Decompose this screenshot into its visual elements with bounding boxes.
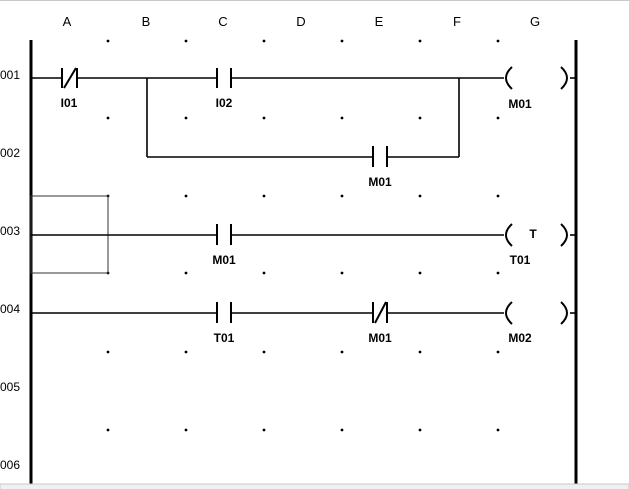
column-header-f: F [453, 14, 461, 29]
rung-001: I01 I02 M01 M01 [31, 66, 576, 189]
column-header-d: D [296, 14, 305, 29]
row-number-001: 001 [0, 68, 20, 82]
contact-i02-label: I02 [216, 96, 233, 110]
contact-t01[interactable] [216, 302, 232, 323]
grid-dot-row [106, 350, 500, 354]
contact-m01-row3-label: M01 [212, 253, 236, 267]
contact-m01-branch-label: M01 [368, 175, 392, 189]
grid-dots [106, 39, 500, 432]
contact-i01-label: I01 [61, 96, 78, 110]
grid-dot-row [106, 116, 500, 120]
coil-t01-label: T01 [510, 253, 531, 267]
contact-m01-row4[interactable] [372, 301, 388, 324]
column-header-c: C [218, 14, 227, 29]
coil-m02-label: M02 [508, 331, 532, 345]
column-header-e: E [375, 14, 384, 29]
row-number-004: 004 [0, 302, 20, 316]
column-header-b: B [142, 14, 151, 29]
grid-dot-row [106, 39, 500, 43]
contact-m01-row3[interactable] [216, 224, 232, 245]
contact-m01-row4-label: M01 [368, 331, 392, 345]
rung-004: T01 M01 M02 [31, 301, 576, 345]
coil-m02[interactable] [505, 301, 568, 325]
row-number-003: 003 [0, 224, 20, 238]
coil-t01-inner-label: T [529, 227, 537, 241]
row-number-006: 006 [0, 458, 20, 472]
grid-dot-row [106, 271, 500, 275]
column-header-g: G [530, 14, 540, 29]
contact-m01-branch[interactable] [372, 146, 388, 167]
rung-003: M01 T T01 [30, 195, 576, 274]
bottom-bar [0, 483, 629, 489]
coil-m01-label: M01 [508, 97, 532, 111]
contact-i02[interactable] [216, 68, 232, 88]
row-number-002: 002 [0, 146, 20, 160]
column-header-a: A [63, 14, 72, 29]
contact-i01[interactable] [61, 67, 78, 89]
coil-t01[interactable] [505, 223, 568, 247]
grid-dot-row [106, 428, 500, 432]
grid-dot-row [106, 194, 500, 198]
row-number-005: 005 [0, 380, 20, 394]
coil-m01[interactable] [505, 66, 568, 90]
contact-t01-label: T01 [214, 331, 235, 345]
